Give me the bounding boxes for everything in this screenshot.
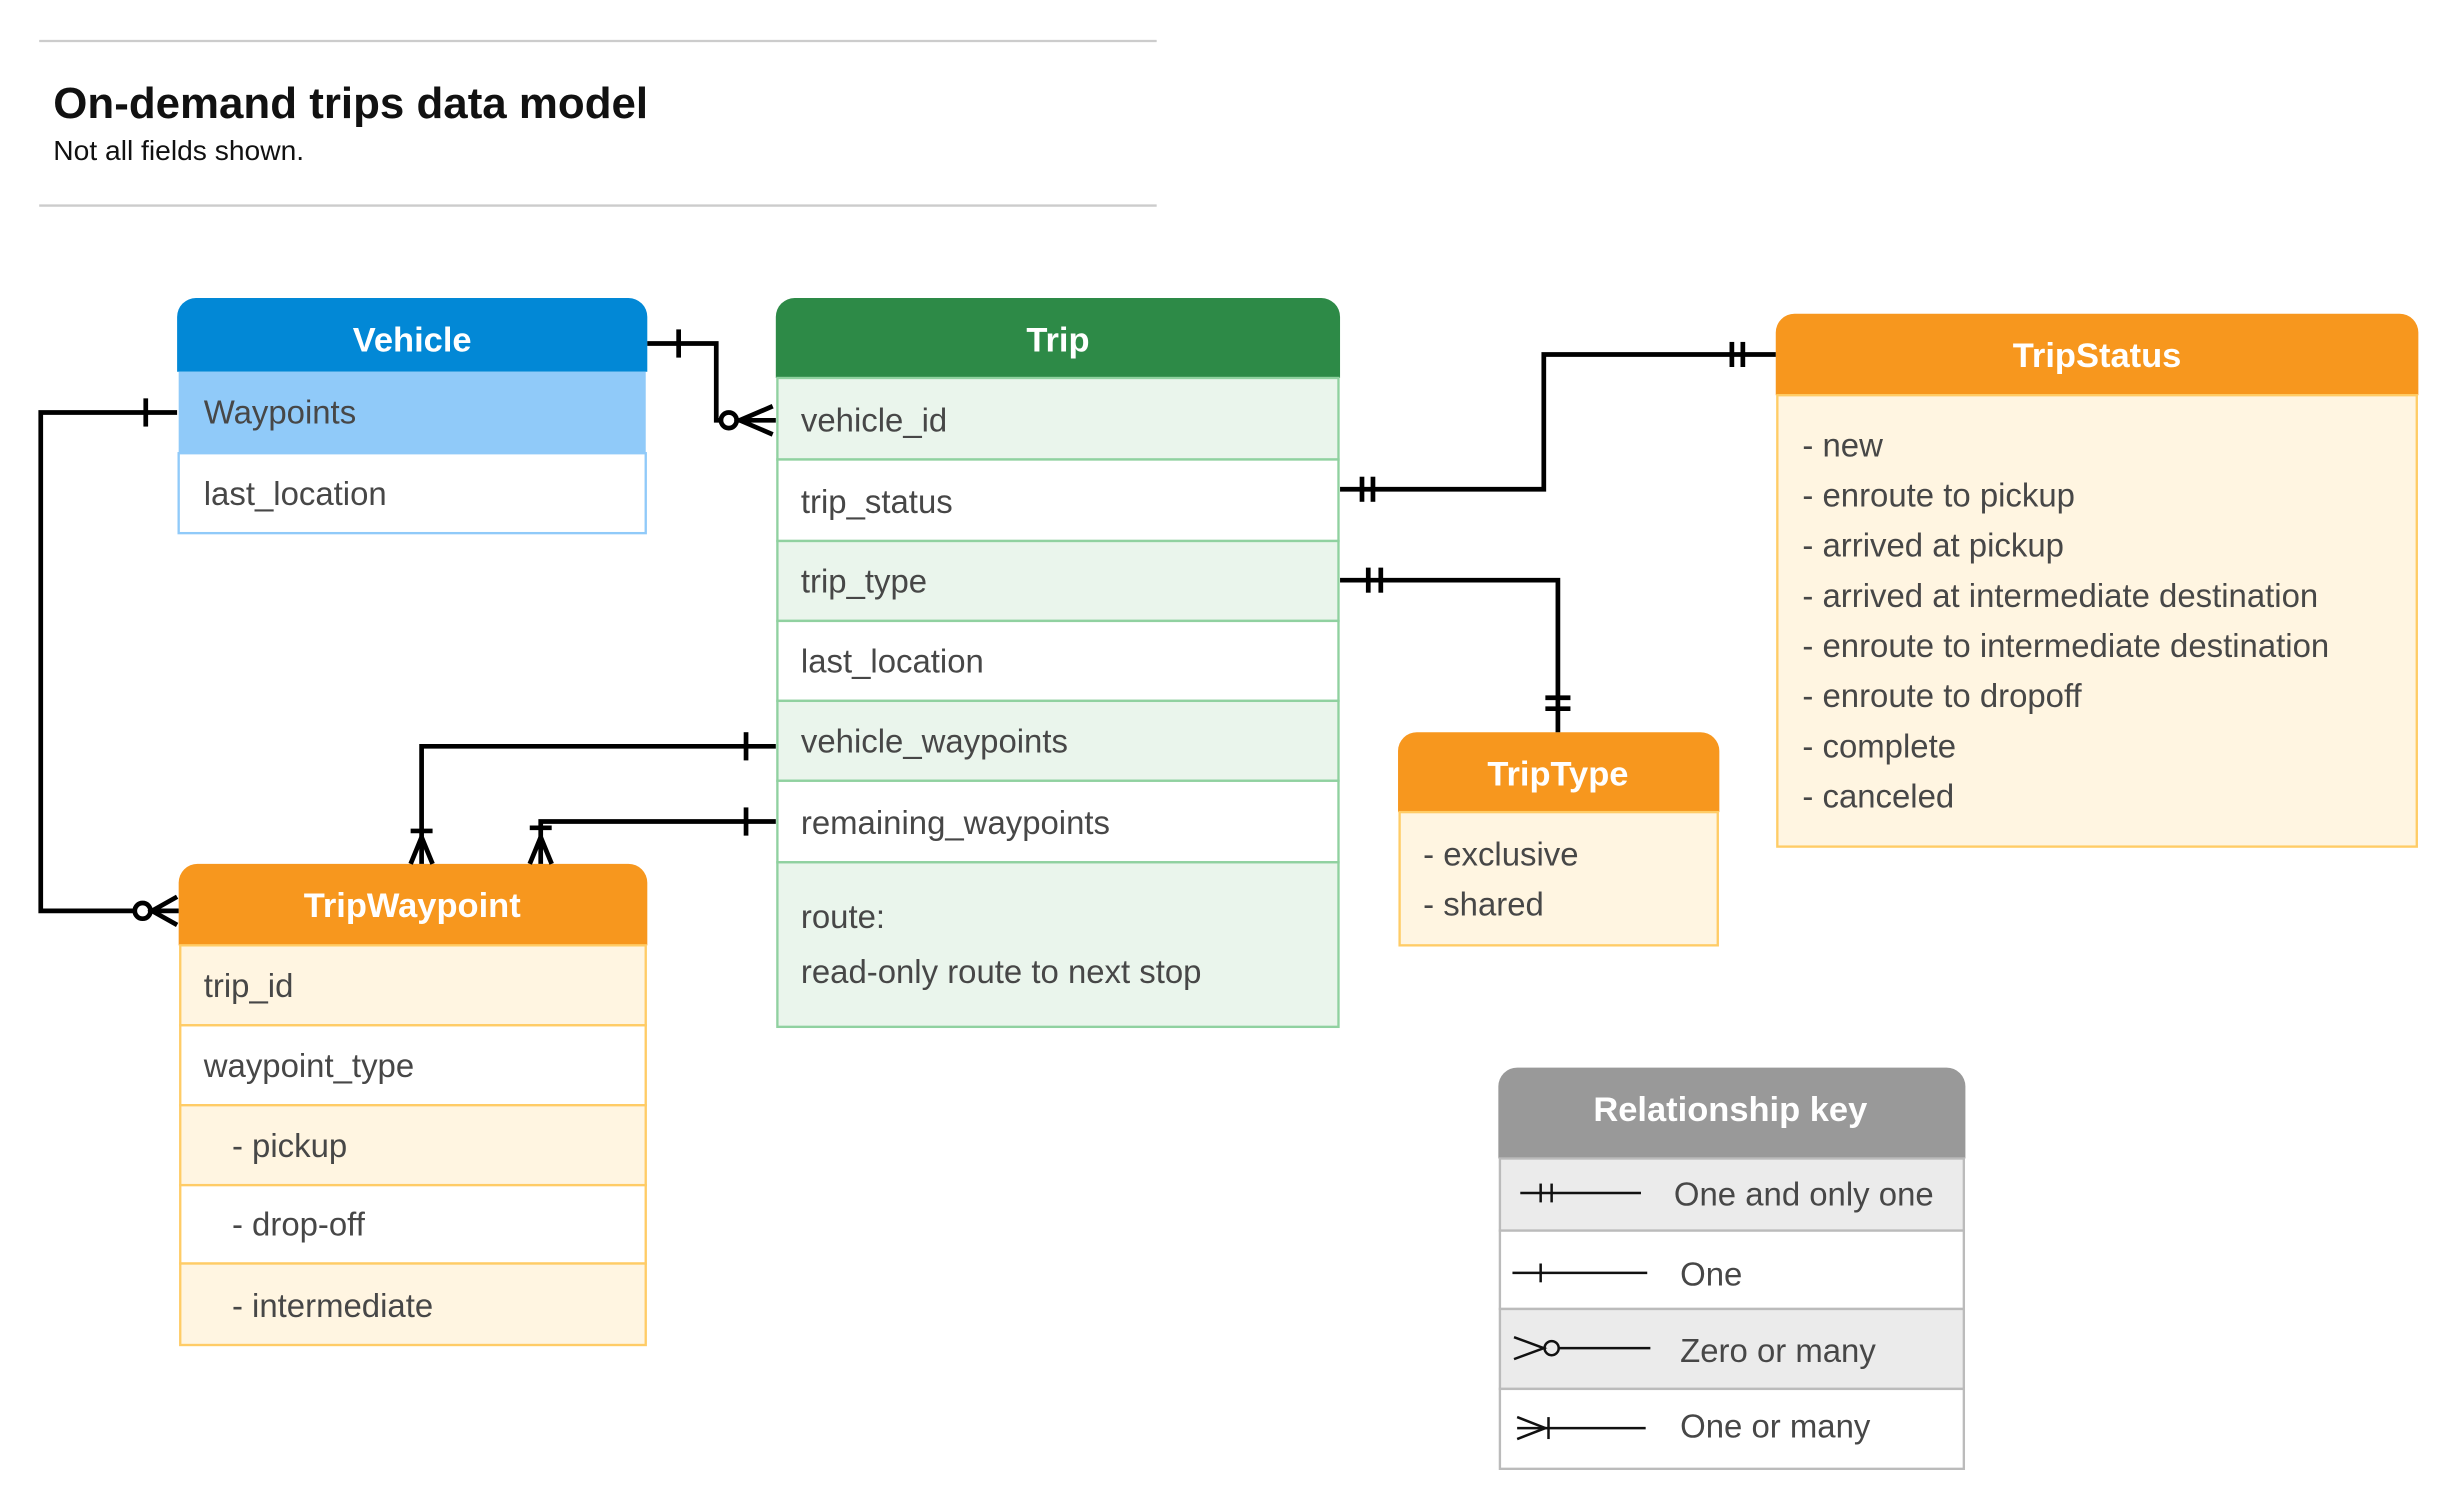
vehicle-row <box>177 452 647 535</box>
status-value: - enroute to intermediate destination <box>1802 627 2329 664</box>
connector-vehicle-trip <box>647 329 776 437</box>
connector-trip-triptype <box>1340 567 1571 733</box>
trip-title: Trip <box>1026 321 1089 359</box>
status-value: - complete <box>1802 727 1956 764</box>
tripwaypoint-title: TripWaypoint <box>304 887 522 925</box>
status-value: - enroute to pickup <box>1802 477 2075 514</box>
tripwaypoint-field: - drop-off <box>232 1205 366 1242</box>
tripwaypoint-row <box>179 1104 647 1187</box>
tripwaypoint-entity: TripWaypoint trip_id waypoint_type - pic… <box>178 863 648 1347</box>
tripwaypoint-field: - pickup <box>232 1127 347 1164</box>
connector-trip-remainingwaypoints <box>527 807 776 865</box>
vehicle-title: Vehicle <box>353 321 472 359</box>
trip-row <box>776 619 1340 703</box>
key-label: Zero or many <box>1680 1332 1876 1369</box>
trip-field: vehicle_waypoints <box>801 723 1068 760</box>
trip-row <box>776 376 1340 461</box>
tripwaypoint-field: waypoint_type <box>203 1047 414 1084</box>
triptype-entity: TripType - exclusive - shared <box>1398 732 1720 947</box>
vehicle-entity: Vehicle Waypoints last_location <box>177 298 648 535</box>
trip-route-row <box>776 861 1340 1029</box>
triptype-title: TripType <box>1487 755 1628 793</box>
trip-row <box>776 458 1340 543</box>
status-value: - canceled <box>1802 777 1954 814</box>
page-title: On-demand trips data model <box>53 79 648 128</box>
tripwaypoint-field: trip_id <box>204 967 294 1004</box>
status-value: - enroute to dropoff <box>1802 677 2082 714</box>
tripwaypoint-header <box>178 863 648 946</box>
key-row <box>1498 1229 1966 1311</box>
type-value: - exclusive <box>1423 835 1578 872</box>
status-value: - new <box>1802 426 1883 463</box>
zero-or-many-icon <box>1513 1335 1651 1361</box>
vehicle-row <box>178 371 646 454</box>
trip-field: trip_type <box>801 563 927 600</box>
key-label: One and only one <box>1674 1176 1934 1213</box>
tripstatus-entity: TripStatus - new - enroute to pickup - a… <box>1775 313 2419 848</box>
type-value: - shared <box>1423 886 1544 923</box>
connector-trip-vehiclewaypoints <box>408 732 776 865</box>
trip-route-label: route: <box>801 898 885 935</box>
trip-row <box>776 539 1340 623</box>
tripwaypoint-field: - intermediate <box>232 1287 433 1324</box>
key-label: One or many <box>1680 1407 1871 1444</box>
trip-field: remaining_waypoints <box>801 804 1110 841</box>
triptype-header <box>1398 732 1720 813</box>
vehicle-header <box>177 298 648 372</box>
tripstatus-title: TripStatus <box>2013 337 2182 375</box>
tripwaypoint-row <box>179 944 647 1027</box>
key-label: One <box>1680 1255 1742 1292</box>
tripstatus-header <box>1775 313 2419 396</box>
tripwaypoint-row <box>179 1183 647 1265</box>
vehicle-field: last_location <box>204 475 387 512</box>
triptype-body <box>1398 810 1719 947</box>
tripwaypoint-row <box>179 1024 647 1107</box>
trip-field: trip_status <box>801 483 953 520</box>
one-icon <box>1512 1263 1648 1283</box>
trip-route-desc: read-only route to next stop <box>801 953 1202 990</box>
connector-vehicle-tripwaypoint <box>38 398 179 928</box>
vehicle-field: Waypoints <box>204 393 356 430</box>
status-value: - arrived at intermediate destination <box>1802 577 2318 614</box>
connector-trip-tripstatus <box>1340 341 1776 502</box>
key-title: Relationship key <box>1593 1091 1867 1129</box>
key-header <box>1498 1067 1966 1159</box>
key-row <box>1498 1157 1966 1232</box>
one-and-only-one-icon <box>1520 1183 1641 1203</box>
one-or-many-icon <box>1516 1415 1646 1441</box>
tripwaypoint-row <box>179 1262 647 1347</box>
trip-header <box>775 298 1341 378</box>
relationship-key: Relationship key One and only one One Ze… <box>1498 1067 1966 1471</box>
tripstatus-body <box>1776 394 2418 848</box>
trip-field: last_location <box>801 643 984 680</box>
trip-field: vehicle_id <box>801 401 947 438</box>
trip-row <box>776 699 1340 782</box>
trip-entity: Trip vehicle_id trip_status trip_type la… <box>775 298 1341 1029</box>
status-value: - arrived at pickup <box>1802 527 2064 564</box>
page-subtitle: Not all fields shown. <box>53 134 304 166</box>
trip-row <box>776 779 1340 864</box>
